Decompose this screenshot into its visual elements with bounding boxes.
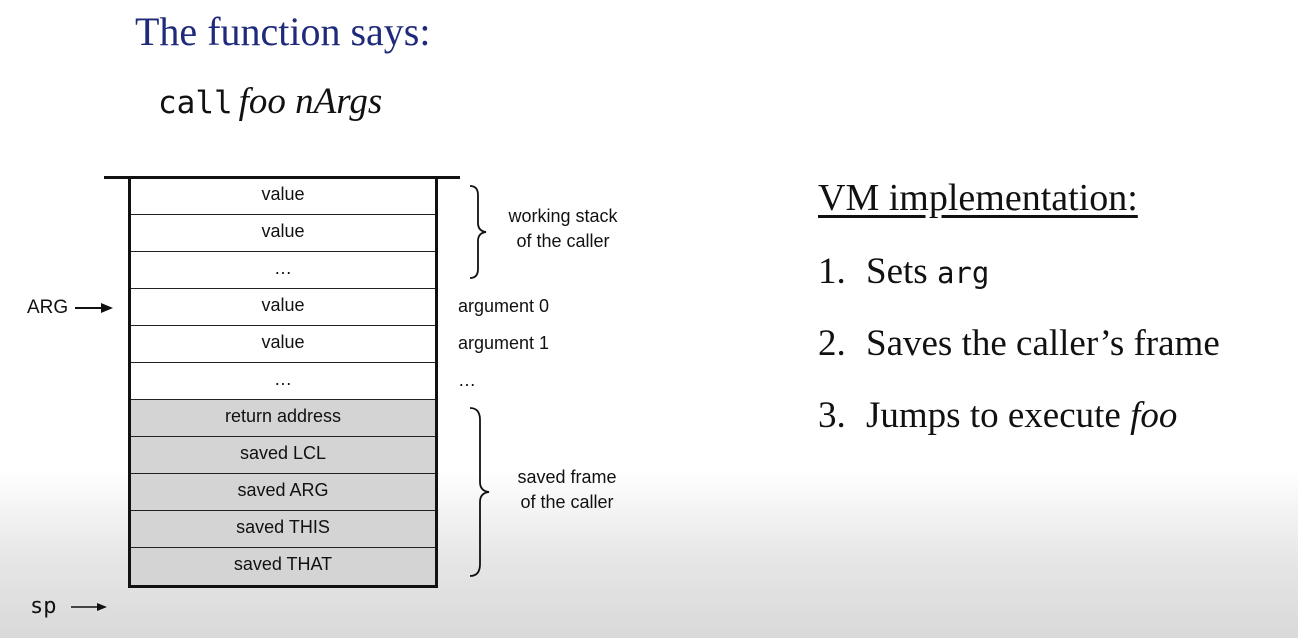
vm-step-3-italic: foo <box>1130 395 1178 436</box>
stack-cell-working-value-1: value <box>131 178 435 215</box>
arrow-right-icon <box>75 302 114 313</box>
stack-cell-saved-arg: saved ARG <box>131 474 435 511</box>
vm-step-3-number: 3. <box>818 395 846 436</box>
vm-heading: VM implementation: <box>818 177 1138 219</box>
saved-frame-label-line1: saved frame <box>517 467 617 487</box>
stack-diagram: value value … value value … return addre… <box>128 178 438 588</box>
saved-frame-label-line2: of the caller <box>520 492 614 512</box>
stack-cell-argument-1: value <box>131 326 435 363</box>
slide-title: The function says: <box>135 9 431 54</box>
vm-step-2-text: Saves the caller’s frame <box>866 323 1220 364</box>
argument-0-label: argument 0 <box>458 296 550 316</box>
vm-step-2-number: 2. <box>818 323 846 364</box>
vm-step-1-text: Sets <box>866 251 937 292</box>
sp-pointer: sp <box>30 593 111 619</box>
call-keyword: call <box>158 85 233 121</box>
stack-cell-argument-0: value <box>131 289 435 326</box>
stack-cell-argument-ellipsis: … <box>131 363 435 400</box>
working-stack-label-line1: working stack <box>508 206 618 226</box>
vm-step-1-number: 1. <box>818 251 846 292</box>
argument-1-label: argument 1 <box>458 333 550 353</box>
stack-top-line <box>104 176 460 179</box>
stack-cell-saved-lcl: saved LCL <box>131 437 435 474</box>
call-arguments: foo nArgs <box>238 81 383 122</box>
brace-saved-frame-icon <box>469 407 490 577</box>
brace-working-stack-icon <box>469 185 487 279</box>
stack-cell-saved-that: saved THAT <box>131 548 435 585</box>
stack-cell-return-address: return address <box>131 400 435 437</box>
working-stack-label-line2: of the caller <box>516 231 610 251</box>
arguments-ellipsis: … <box>458 370 476 390</box>
vm-step-1: 1. Sets arg <box>818 250 989 293</box>
arg-pointer-label: ARG <box>27 297 69 318</box>
vm-step-3: 3. Jumps to execute foo <box>818 394 1177 437</box>
stack-cell-saved-this: saved THIS <box>131 511 435 548</box>
stack-cell-working-ellipsis: … <box>131 252 435 289</box>
vm-step-3-text: Jumps to execute <box>866 395 1131 436</box>
arg-pointer: ARG <box>27 297 115 319</box>
stack-cell-working-value-2: value <box>131 215 435 252</box>
sp-pointer-label: sp <box>30 594 57 619</box>
vm-step-1-code: arg <box>936 256 990 290</box>
vm-step-2: 2. Saves the caller’s frame <box>818 322 1220 365</box>
arrow-right-icon <box>70 603 107 612</box>
